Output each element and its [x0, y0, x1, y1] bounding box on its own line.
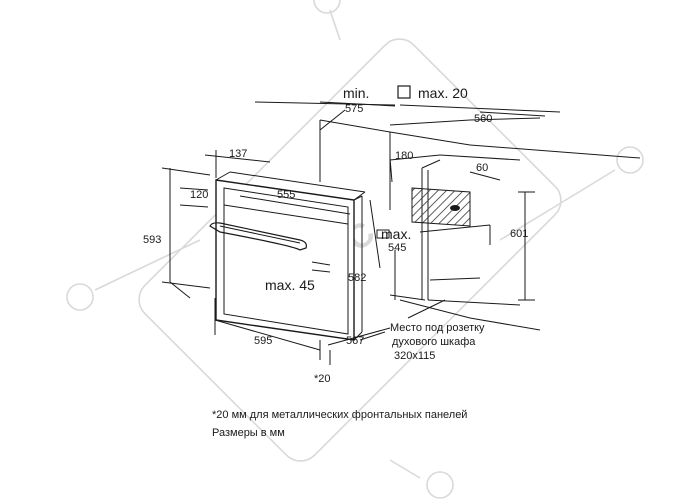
label-560: 560: [474, 113, 492, 125]
label-555: 555: [277, 189, 295, 201]
label-star20: *20: [314, 373, 331, 385]
label-180: 180: [395, 150, 413, 162]
label-60: 60: [476, 162, 488, 174]
gap-square-icon: [397, 85, 411, 99]
label-min: min.: [343, 85, 369, 101]
line-art: [161, 101, 641, 365]
footnote-line2: Размеры в мм: [212, 427, 285, 439]
label-582: 582: [348, 272, 366, 284]
label-575: 575: [345, 103, 363, 115]
label-max20: max. 20: [418, 85, 468, 101]
footnote-line1: *20 мм для металлических фронтальных пан…: [212, 409, 467, 421]
watermark: КНС: [66, 0, 644, 499]
label-137: 137: [229, 148, 247, 160]
socket-label-line2: духового шкафа: [392, 336, 476, 348]
label-601: 601: [510, 228, 528, 240]
label-max45: max. 45: [265, 277, 315, 293]
socket-label-line3: 320х115: [394, 350, 435, 362]
label-120: 120: [190, 189, 208, 201]
label-567: 567: [346, 335, 364, 347]
label-max: max.: [381, 226, 411, 242]
socket-label-line1: Место под розетку: [390, 322, 485, 334]
label-545: 545: [388, 242, 406, 254]
label-595: 595: [254, 335, 272, 347]
label-593: 593: [143, 234, 161, 246]
